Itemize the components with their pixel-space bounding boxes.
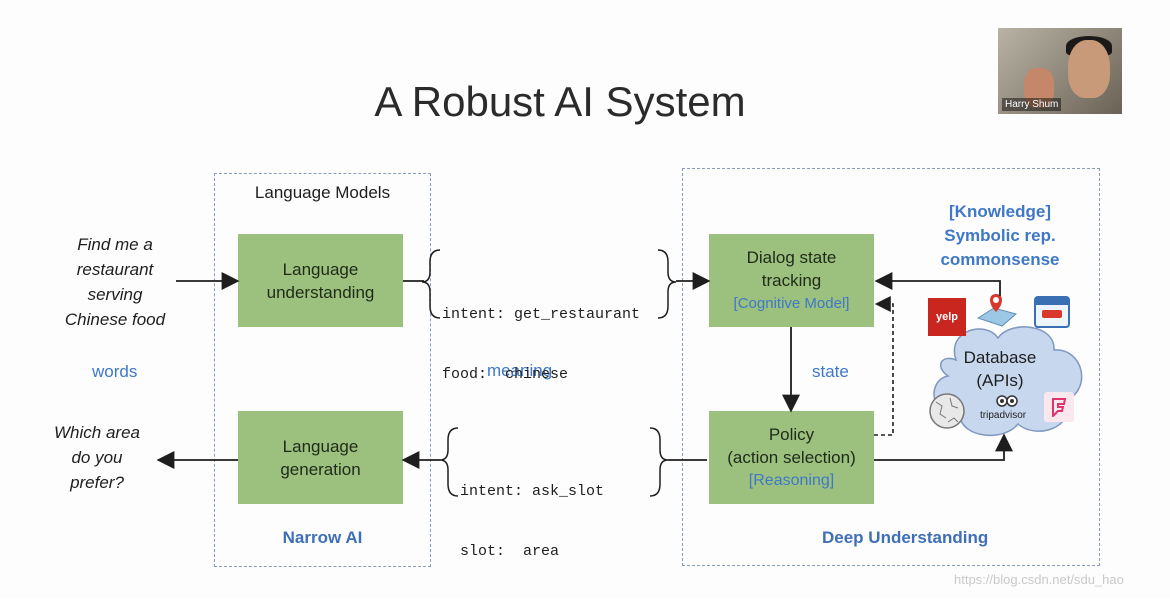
input-line-3: serving [87, 285, 143, 304]
wikipedia-globe-icon [929, 393, 965, 429]
language-understanding-box: Language understanding [238, 234, 403, 327]
input-line-4: Chinese food [64, 310, 166, 329]
semantic-frame-input: intent: get_restaurant food: chinese [442, 265, 640, 425]
frame-in-line-2: food: chinese [442, 366, 569, 383]
frame-in-line-1: intent: get_restaurant [442, 306, 641, 323]
frame-out-left-bracket [439, 427, 459, 497]
user-input-text: Find me a restaurant serving Chinese foo… [40, 232, 190, 332]
output-line-2: do you [71, 448, 123, 467]
yelp-logo: yelp [928, 298, 966, 336]
foursquare-logo [1044, 392, 1074, 422]
tripadvisor-logo-text: tripadvisor [980, 410, 1027, 421]
reasoning-tag: [Reasoning] [748, 472, 835, 489]
arrow-knowledge-to-dst [874, 272, 1001, 296]
dialog-state-tracking-box: Dialog state tracking [Cognitive Model] [709, 234, 874, 327]
database-line-2: (APIs) [976, 371, 1024, 390]
frame-in-right-bracket [657, 249, 677, 319]
slide-title: A Robust AI System [374, 78, 746, 125]
understanding-line-2: understanding [266, 282, 375, 302]
generation-line-2: generation [280, 459, 361, 479]
language-generation-box: Language generation [238, 411, 403, 504]
generation-line-1: Language [282, 436, 359, 456]
dst-line-1: Dialog state [746, 248, 837, 267]
waving-hand [1024, 68, 1054, 108]
knowledge-line-3: commonsense [940, 250, 1060, 269]
database-label: Database (APIs) [940, 346, 1060, 392]
policy-line-2: (action selection) [727, 448, 856, 467]
knowledge-line-2: Symbolic rep. [944, 226, 1056, 245]
state-label: state [812, 362, 849, 381]
policy-line-1: Policy [768, 425, 815, 444]
input-line-1: Find me a [77, 235, 153, 254]
dashed-feedback-arrow [874, 296, 894, 436]
words-label: words [92, 362, 138, 381]
knowledge-line-1: [Knowledge] [949, 202, 1051, 221]
database-line-1: Database [963, 348, 1037, 367]
deep-understanding-frame [682, 168, 1100, 566]
narrow-ai-frame [214, 173, 431, 567]
deep-understanding-label: Deep Understanding [822, 528, 989, 547]
meaning-label: meaning [487, 361, 553, 380]
input-line-2: restaurant [76, 260, 154, 279]
cognitive-model-tag: [Cognitive Model] [733, 295, 850, 312]
semantic-frame-output: intent: ask_slot slot: area [460, 442, 604, 602]
tripadvisor-owl-icon [996, 395, 1018, 407]
presenter-face [1068, 40, 1110, 98]
narrow-ai-label: Narrow AI [282, 528, 363, 547]
webcam-name-label: Harry Shum [1002, 98, 1062, 111]
frame-out-right-bracket [649, 427, 669, 497]
frame-out-line-1: intent: ask_slot [460, 483, 605, 500]
watermark: https://blog.csdn.net/sdu_hao [954, 572, 1124, 587]
map-pin-icon [976, 294, 1018, 327]
foursquare-icon [1052, 398, 1067, 417]
system-output-text: Which area do you prefer? [42, 420, 152, 495]
dst-line-2: tracking [761, 271, 822, 290]
yelp-logo-text: yelp [935, 311, 958, 323]
output-line-1: Which area [54, 423, 140, 442]
output-line-3: prefer? [70, 473, 124, 492]
knowledge-label: [Knowledge] Symbolic rep. commonsense [930, 200, 1070, 272]
frame-in-left-bracket [421, 249, 441, 319]
browser-window-icon [1034, 296, 1070, 328]
understanding-line-1: Language [282, 259, 359, 279]
language-models-header: Language Models [254, 183, 391, 202]
frame-out-line-2: slot: area [460, 543, 560, 560]
webcam-overlay: Harry Shum [998, 28, 1122, 114]
policy-box: Policy (action selection) [Reasoning] [709, 411, 874, 504]
arrow-policy-to-database [874, 433, 1013, 461]
